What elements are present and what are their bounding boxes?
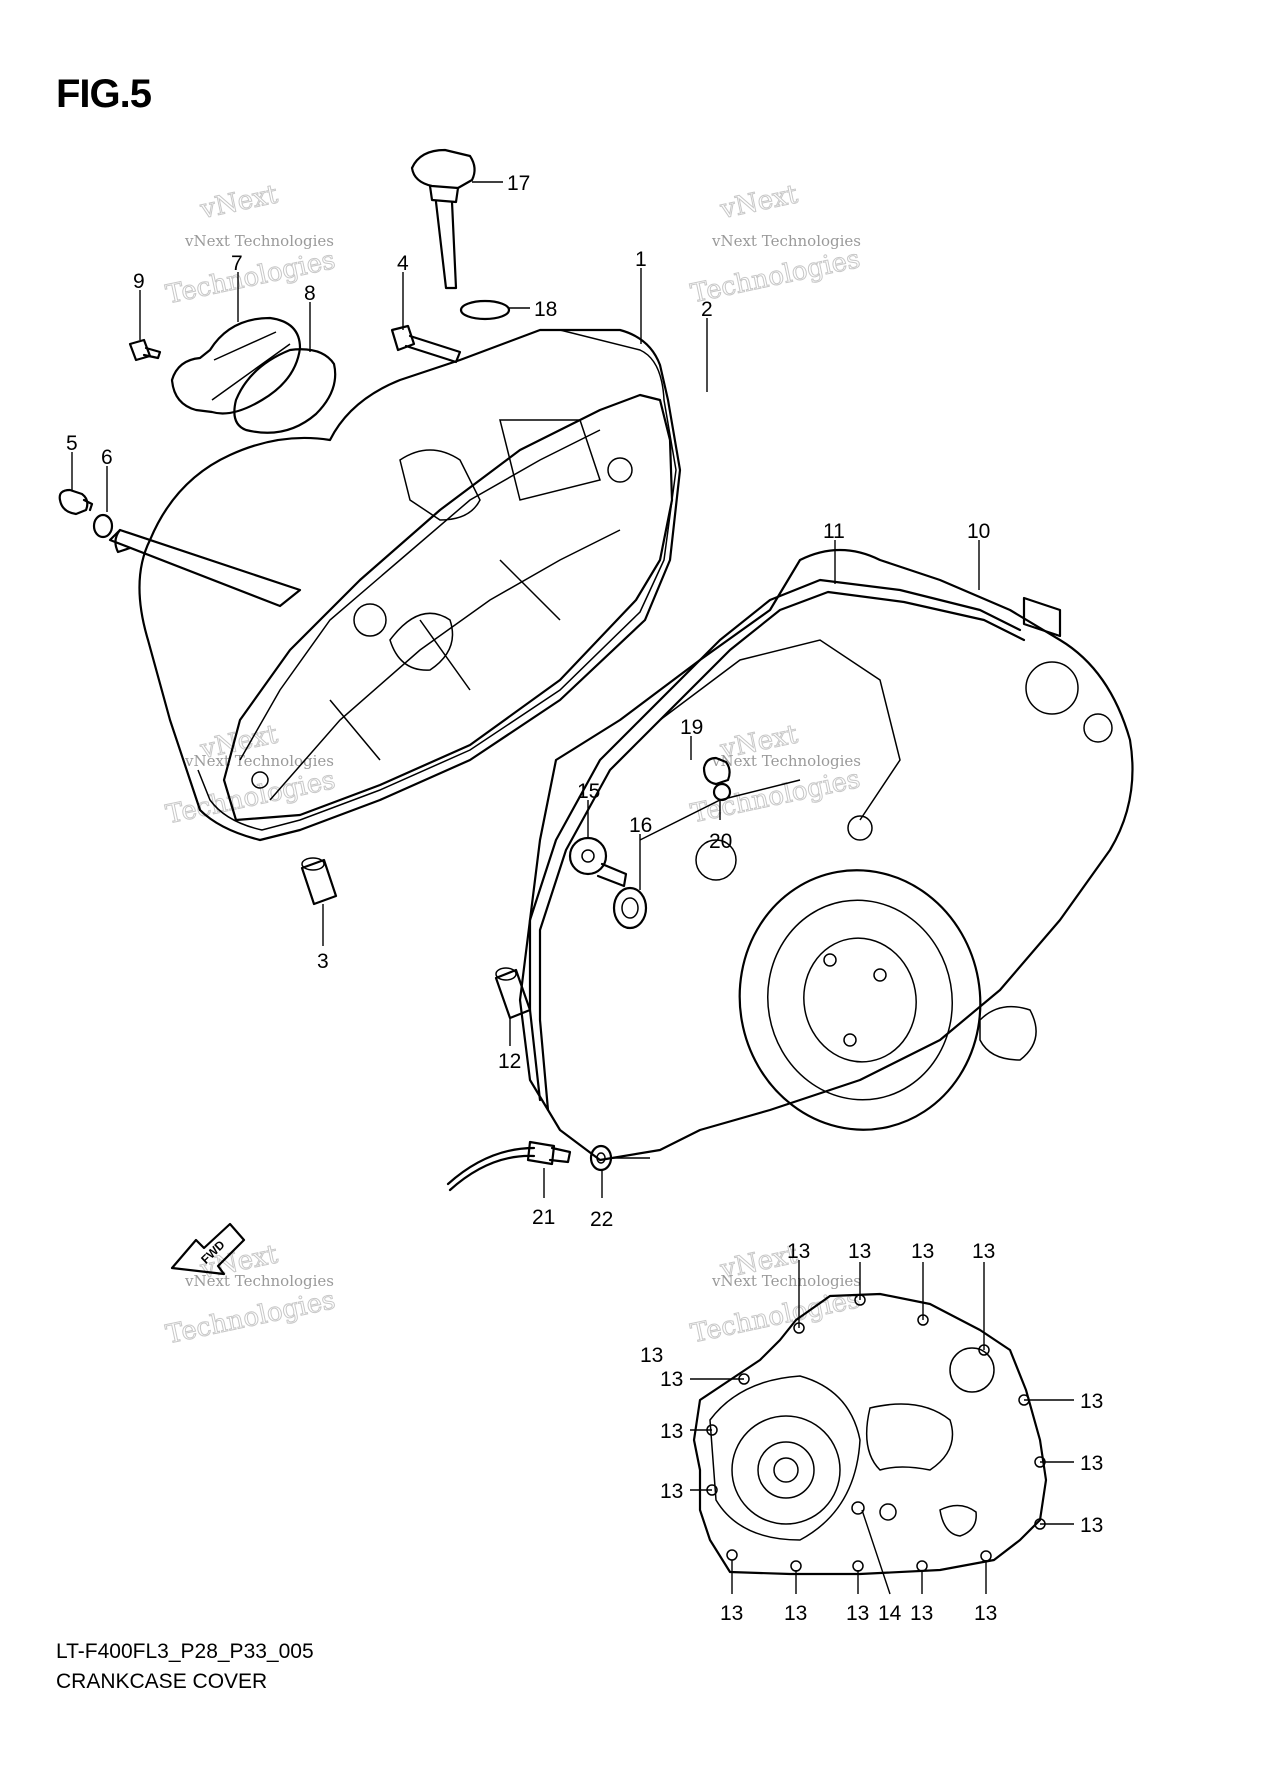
callout-13: 13 (720, 1602, 743, 1625)
callout-6: 6 (101, 446, 113, 469)
bolt-part (128, 338, 162, 362)
watermark: vNext vNext Technologies Technologies (688, 719, 864, 830)
callout-15: 15 (577, 780, 600, 803)
callout-11: 11 (823, 520, 845, 543)
leader-lines (71, 181, 1074, 1595)
watermark: vNext vNext Technologies Technologies (163, 1239, 339, 1351)
watermark: vNext vNext Technologies Technologies (163, 719, 339, 831)
callout-4: 4 (397, 252, 409, 275)
callout-17: 17 (507, 172, 530, 195)
callout-1: 1 (635, 248, 647, 271)
crankcase-cover-right-part (518, 548, 1134, 1162)
callout-13: 13 (660, 1420, 683, 1443)
bolt-part (390, 324, 462, 364)
callout-13: 13 (910, 1602, 933, 1625)
callout-16: 16 (629, 814, 652, 837)
callout-13: 13 (911, 1240, 934, 1263)
svg-text:vNext Technologies: vNext Technologies (184, 752, 334, 770)
watermarks: vNext vNext Technologies Technologies vN… (163, 179, 864, 1351)
svg-text:vNext Technologies: vNext Technologies (184, 232, 334, 250)
callout-9: 9 (133, 270, 145, 293)
svg-text:vNext Technologies: vNext Technologies (184, 1272, 334, 1290)
figure-title: FIG.5 (56, 72, 152, 116)
dowel-pin-part (300, 857, 338, 906)
gasket-part (528, 578, 1026, 1112)
callout-13: 13 (787, 1240, 810, 1263)
svg-text:Technologies: Technologies (163, 765, 338, 830)
watermark: vNext vNext Technologies Technologies (688, 179, 864, 310)
svg-text:vNext Technologies: vNext Technologies (711, 1272, 861, 1290)
washer-part (612, 886, 648, 930)
callout-3: 3 (317, 950, 329, 973)
figure-name: CRANKCASE COVER (56, 1670, 268, 1693)
callout-20: 20 (709, 830, 732, 853)
callout-2: 2 (701, 298, 713, 321)
washer-part (712, 782, 732, 802)
callout-10: 10 (967, 520, 990, 543)
crankcase-side-view-part (692, 1292, 1048, 1576)
callout-13: 13 (660, 1480, 683, 1503)
callout-13: 13 (1080, 1452, 1103, 1475)
callout-13: 13 (640, 1344, 663, 1367)
svg-text:Technologies: Technologies (163, 1285, 338, 1350)
callout-5: 5 (66, 432, 78, 455)
callout-18: 18 (534, 298, 557, 321)
sensor-part (446, 1140, 572, 1192)
callout-13: 13 (784, 1602, 807, 1625)
callout-13: 13 (846, 1602, 869, 1625)
gasket-part (233, 348, 337, 434)
crankcase-cover-left-part (108, 328, 682, 842)
svg-text:vNext: vNext (717, 179, 801, 225)
callout-7: 7 (231, 252, 243, 275)
callout-13: 13 (1080, 1390, 1103, 1413)
callout-21: 21 (532, 1206, 555, 1229)
dowel-pin-part (494, 967, 532, 1020)
callout-13: 13 (848, 1240, 871, 1263)
callout-8: 8 (304, 282, 316, 305)
dipstick-part (410, 148, 476, 290)
svg-text:Technologies: Technologies (688, 244, 863, 309)
bolt-part (706, 1294, 1046, 1572)
callouts: 17 1 2 4 18 9 7 8 5 6 3 11 10 19 15 16 2… (66, 172, 1103, 1625)
inspection-cover-part (170, 316, 302, 415)
plug-part (568, 836, 628, 888)
callout-14: 14 (878, 1602, 902, 1625)
washer-part (92, 513, 114, 539)
bolt-part (702, 756, 731, 786)
gasket-part (222, 393, 674, 822)
svg-text:vNext: vNext (197, 179, 281, 225)
o-ring-part (459, 299, 511, 321)
callout-13: 13 (660, 1368, 683, 1391)
svg-text:vNext Technologies: vNext Technologies (711, 752, 861, 770)
callout-13: 13 (972, 1240, 995, 1263)
watermark: vNext vNext Technologies Technologies (688, 1239, 864, 1350)
callout-13: 13 (974, 1602, 997, 1625)
callout-12: 12 (498, 1050, 521, 1073)
figure-code: LT-F400FL3_P28_P33_005 (56, 1640, 314, 1663)
callout-13: 13 (1080, 1514, 1103, 1537)
callout-19: 19 (680, 716, 703, 739)
callout-22: 22 (590, 1208, 613, 1231)
plug-part (58, 488, 94, 516)
svg-text:Technologies: Technologies (688, 1284, 863, 1349)
svg-text:vNext Technologies: vNext Technologies (711, 232, 861, 250)
